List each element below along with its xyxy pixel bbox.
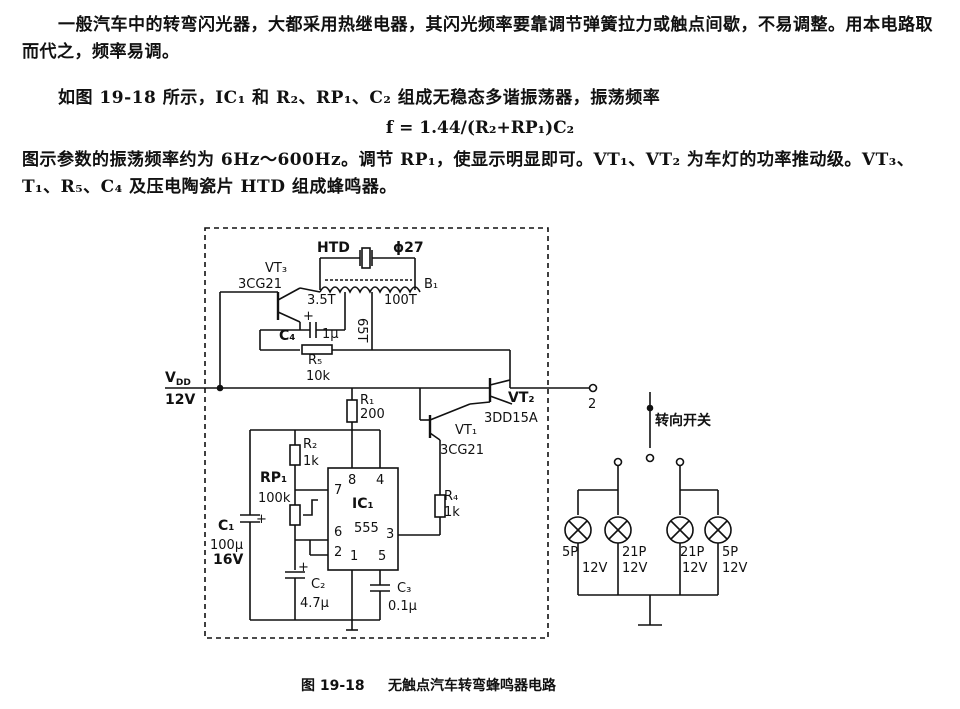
c3-label: C₃ <box>397 581 411 596</box>
pin-3: 3 <box>386 527 394 542</box>
r1-label: R₁ <box>360 393 374 408</box>
b1-label: B₁ <box>424 277 438 292</box>
turns-a-label: 3.5T <box>307 293 336 308</box>
c4-label: C₄ <box>279 328 295 344</box>
c2-label: C₂ <box>311 577 325 592</box>
c2-plus-sign: + <box>298 560 309 575</box>
lamp-4 <box>704 516 732 544</box>
figure-number: 图 19-18 <box>301 678 365 694</box>
figure-title: 无触点汽车转弯蜂鸣器电路 <box>387 677 557 694</box>
vt1-type-label: 3CG21 <box>440 443 484 458</box>
pin-4: 4 <box>376 473 384 488</box>
pin-2: 2 <box>334 545 342 560</box>
r5-value: 10k <box>306 369 331 384</box>
lamp-1-label: 5P <box>562 545 578 560</box>
c4-value: 1μ <box>322 327 339 342</box>
description-text: 如图 19-18 所示，IC₁ 和 R₂、RP₁、C₂ 组成无稳态多谐振荡器，振… <box>58 88 661 108</box>
pin-5: 5 <box>378 549 386 564</box>
htd-size-label: ϕ27 <box>393 240 424 256</box>
module-enclosure <box>204 227 549 639</box>
parameters-text: 图示参数的振荡频率约为 6Hz～600Hz。调节 RP₁，使显示明显即可。VT₁… <box>22 150 915 197</box>
r5-label: R₅ <box>308 353 322 368</box>
vt3-collector <box>277 311 301 323</box>
lamp-1-voltage: 12V <box>582 561 608 576</box>
vdd-value: 12V <box>165 392 195 408</box>
c1-plus-sign: + <box>256 512 267 527</box>
lamp-3-voltage: 12V <box>682 561 708 576</box>
r2-value: 1k <box>303 454 319 469</box>
vt3-emitter <box>277 287 301 301</box>
r2-resistor <box>289 444 301 466</box>
switch-contact-mid <box>645 453 655 463</box>
vt1-label: VT₁ <box>455 423 477 438</box>
r2-label: R₂ <box>303 437 317 452</box>
r4-label: R₄ <box>444 489 458 504</box>
ic1-type: 555 <box>354 521 379 536</box>
c4-plus-sign: + <box>303 309 314 324</box>
pin-6: 6 <box>334 525 342 540</box>
vt2-label: VT₂ <box>508 390 535 406</box>
turns-b-label: 65T <box>354 318 369 343</box>
vt2-type-label: 3DD15A <box>484 411 538 426</box>
description-paragraph: 如图 19-18 所示，IC₁ 和 R₂、RP₁、C₂ 组成无稳态多谐振荡器，振… <box>22 85 942 112</box>
r4-value: 1k <box>444 505 460 520</box>
lamp-2-voltage: 12V <box>622 561 648 576</box>
htd-label: HTD <box>317 240 350 256</box>
turns-c-label: 100T <box>384 293 417 308</box>
lamp-3 <box>666 516 694 544</box>
lamp-1 <box>564 516 592 544</box>
intro-text: 一般汽车中的转弯闪光器，大都采用热继电器，其闪光频率要靠调节弹簧拉力或触点间歇，… <box>22 15 933 62</box>
rp1-label: RP₁ <box>260 470 287 486</box>
vt3-label: VT₃ <box>265 261 287 276</box>
r1-resistor <box>346 399 358 423</box>
turn-switch-label: 转向开关 <box>655 412 711 429</box>
ic1-box <box>327 467 399 571</box>
switch-contact-left <box>613 457 623 467</box>
c1-label: C₁ <box>218 518 234 534</box>
intro-paragraph: 一般汽车中的转弯闪光器，大都采用热继电器，其闪光频率要靠调节弹簧拉力或触点间歇，… <box>22 12 942 66</box>
ic1-label: IC₁ <box>352 496 374 512</box>
c1-value: 100μ <box>210 538 243 553</box>
c1-voltage: 16V <box>213 552 243 568</box>
rp1-potentiometer <box>289 504 301 526</box>
pin-7: 7 <box>334 483 342 498</box>
switch-contact-right <box>675 457 685 467</box>
lamp-4-label: 5P <box>722 545 738 560</box>
pin-1: 1 <box>350 549 358 564</box>
lamp-4-voltage: 12V <box>722 561 748 576</box>
rp1-value: 100k <box>258 491 291 506</box>
c3-value: 0.1μ <box>388 599 417 614</box>
parameters-paragraph: 图示参数的振荡频率约为 6Hz～600Hz。调节 RP₁，使显示明显即可。VT₁… <box>22 147 942 201</box>
transformer-winding <box>319 286 421 294</box>
vt3-type-label: 3CG21 <box>238 277 282 292</box>
terminal-2 <box>588 383 598 393</box>
lamp-2 <box>604 516 632 544</box>
frequency-formula: f = 1.44/(R₂+RP₁)C₂ <box>385 118 575 138</box>
vdd-label: VDD <box>165 370 191 388</box>
pin-8: 8 <box>348 473 356 488</box>
lamp-2-label: 21P <box>622 545 647 560</box>
lamp-3-label: 21P <box>680 545 705 560</box>
terminal-2-label: 2 <box>588 397 596 412</box>
c2-value: 4.7μ <box>300 596 329 611</box>
r1-value: 200 <box>360 407 385 422</box>
htd-element <box>361 247 371 269</box>
